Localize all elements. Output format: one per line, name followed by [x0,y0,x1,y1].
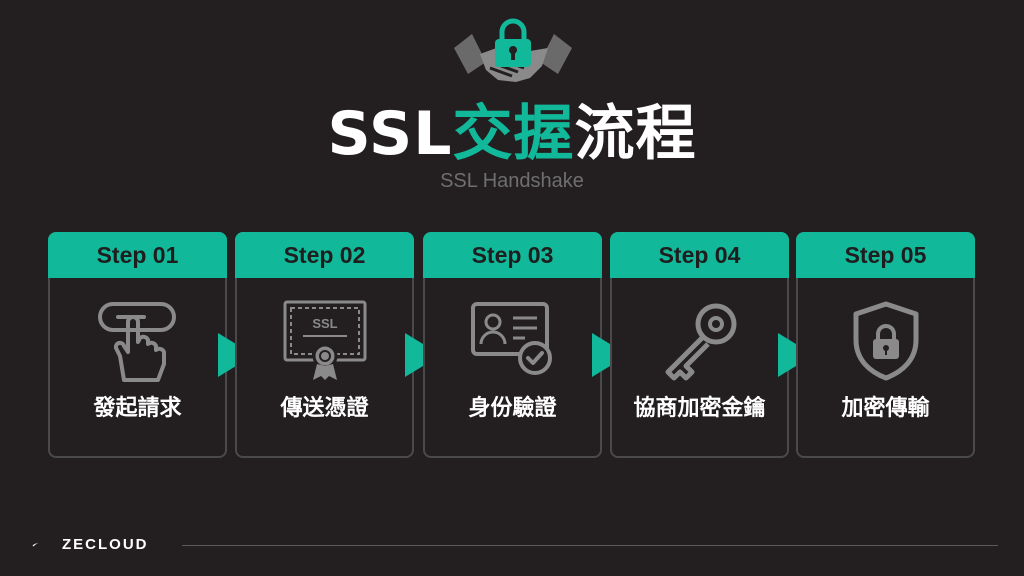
title-suffix: 流程 [574,99,697,169]
step-header: Step 03 [423,232,602,278]
title-accent: 交握 [452,99,575,169]
key-icon [665,303,737,381]
certificate-text: SSL [312,316,337,331]
ssl-certificate-icon: SSL [283,300,367,380]
step-card-03: Step 03 身份驗證 [423,232,602,458]
page-title: SSL交握流程 [0,98,1024,170]
step-header: Step 02 [235,232,414,278]
step-label: 協商加密金鑰 [633,396,766,421]
footer-divider [182,545,998,546]
step-label: 身份驗證 [468,396,557,421]
step-header: Step 04 [610,232,789,278]
page-subtitle: SSL Handshake [440,170,584,192]
step-card-04: Step 04 協商加密金鑰 [610,232,789,458]
step-card-05: Step 05 加密傳輸 [796,232,975,458]
id-card-check-icon [471,302,552,375]
handshake-lock-icon [454,18,572,82]
footer-brand: ZECLOUD [62,536,149,553]
step-label: 傳送憑證 [280,396,369,421]
title-prefix: SSL [327,99,453,169]
click-button-icon [98,302,176,382]
step-card-01: Step 01 發起請求 [48,232,227,458]
step-header: Step 01 [48,232,227,278]
swoosh-logo-icon [32,543,39,547]
shield-lock-icon [853,301,919,381]
step-label: 發起請求 [93,396,182,421]
step-label: 加密傳輸 [841,396,930,421]
step-header: Step 05 [796,232,975,278]
step-card-02: Step 02 SSL 傳送憑證 [235,232,414,458]
